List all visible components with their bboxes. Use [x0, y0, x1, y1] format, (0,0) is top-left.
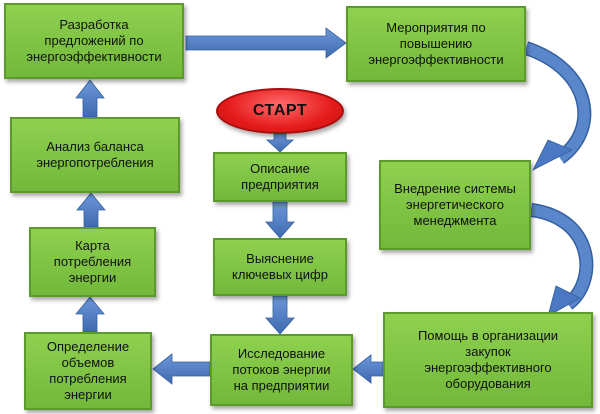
arrow-opredelenie-to-karta — [75, 296, 105, 333]
node-issledovanie: Исследование потоков энергии на предприя… — [210, 334, 353, 406]
arrow-razrabotka-to-meropriyatiya — [185, 27, 347, 59]
arrow-karta-to-analiz — [76, 192, 106, 228]
arrow-pomosch-to-issledovanie — [352, 354, 384, 384]
arrow-issledovanie-to-opredelenie — [152, 353, 211, 385]
node-opisanie: Описание предприятия — [213, 152, 347, 202]
start-node: СТАРТ — [216, 88, 344, 134]
node-opredelenie: Определение объемов потребления энергии — [24, 332, 152, 410]
node-pomosch: Помощь в организации закупок энергоэффек… — [383, 312, 593, 408]
arrow-analiz-to-razrabotka — [75, 79, 105, 118]
node-meropriyatiya: Мероприятия по повышению энергоэффективн… — [346, 6, 526, 82]
node-vyyasnenie: Выяснение ключевых цифр — [213, 238, 347, 296]
node-analiz: Анализ баланса энергопотребления — [10, 117, 180, 193]
node-karta: Карта потребления энергии — [29, 227, 156, 297]
node-vnedrenie: Внедрение системы энергетического менедж… — [379, 160, 531, 250]
arrowhead-vnedrenie-to-pomosch — [547, 285, 581, 317]
arrow-start-to-opisanie — [265, 133, 295, 153]
arrowhead-meropriyatiya-to-vnedrenie — [532, 139, 573, 171]
arrow-vyyasnenie-to-issledovanie — [265, 295, 295, 335]
node-razrabotka: Разработка предложений по энергоэффектив… — [4, 3, 184, 79]
arrow-opisanie-to-vyyasnenie — [265, 201, 295, 239]
